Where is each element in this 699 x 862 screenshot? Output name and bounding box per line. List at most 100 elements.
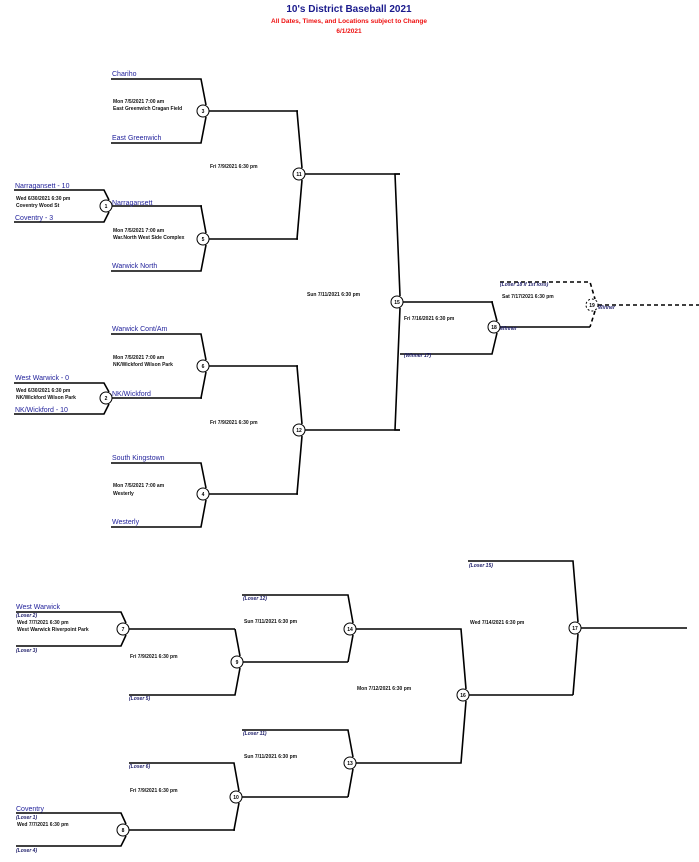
bracket-line-bottom	[14, 403, 110, 415]
game-number: 4	[202, 492, 205, 498]
game-location: NK/Wickford Wilson Park	[113, 362, 173, 368]
game-number: 16	[460, 693, 466, 699]
bracket-line-bottom	[233, 802, 240, 831]
game-10-bracket: 10	[129, 762, 348, 831]
seed-label: (Loser 4)	[16, 848, 37, 854]
game-time: Wed 7/7/2021 6:30 pm	[17, 822, 69, 828]
team-label: Coventry	[16, 806, 45, 813]
seed-label: (Loser 2)	[16, 613, 37, 619]
game-time: Fri 7/9/2021 6:30 pm	[210, 164, 258, 170]
game-9-bracket: 9	[129, 628, 348, 696]
page-date: 6/1/2021	[336, 28, 362, 35]
game-number: 3	[202, 109, 205, 115]
seed-label: (Loser 3)	[16, 648, 37, 654]
game-number-circle	[99, 391, 113, 405]
bracket-line-top	[16, 812, 127, 825]
game-number: 15	[394, 300, 400, 306]
game-time: Fri 7/9/2021 6:30 pm	[130, 788, 178, 794]
game-number-circle	[568, 621, 582, 635]
game-8-bracket: 8	[16, 812, 235, 847]
bracket-line-bottom	[347, 768, 354, 798]
game-1-bracket: 1	[14, 189, 202, 223]
seed-label: (Loser 15)	[469, 563, 493, 569]
game-5-bracket: 5	[111, 205, 298, 272]
game-number: 2	[105, 396, 108, 402]
game-time: Fri 7/16/2021 6:30 pm	[404, 316, 455, 322]
bracket-line-top	[468, 560, 579, 623]
game-location: West Warwick Riverpoint Park	[17, 627, 89, 633]
bracket-line-top	[129, 762, 240, 792]
game-number: 10	[233, 795, 239, 801]
bracket-line-top	[296, 365, 303, 425]
bracket-line-bottom	[16, 835, 127, 847]
result-label: Winner	[598, 305, 616, 311]
bracket-line-top	[111, 78, 207, 106]
bracket-line-top	[200, 205, 207, 234]
game-3-bracket: 3	[111, 78, 298, 144]
game-time: Fri 7/9/2021 6:30 pm	[210, 420, 258, 426]
game-location: Westerly	[113, 491, 134, 497]
team-label: Chariho	[112, 71, 137, 78]
seed-label: (Loser 18 if 1st loss)	[500, 282, 549, 288]
game-2-bracket: 2	[14, 382, 202, 415]
game-time: Mon 7/5/2021 7:00 am	[113, 355, 165, 361]
team-label: Narragansett - 10	[15, 183, 70, 190]
game-time: Mon 7/12/2021 6:30 pm	[357, 686, 412, 692]
game-6-bracket: 6	[111, 333, 298, 399]
game-number: 5	[202, 237, 205, 243]
game-number-circle	[196, 232, 210, 246]
bracket-line-top	[111, 462, 207, 489]
game-number: 13	[347, 761, 353, 767]
game-11-bracket: 11	[292, 110, 400, 240]
bracket-line-bottom	[129, 667, 241, 696]
game-time: Sat 7/17/2021 6:30 pm	[502, 294, 554, 300]
team-label: West Warwick - 0	[15, 375, 69, 382]
game-number-circle	[230, 655, 244, 669]
bracket-line-bottom	[296, 435, 303, 495]
bracket-line-top	[460, 628, 467, 690]
game-number: 11	[296, 172, 302, 178]
game-time: Fri 7/9/2021 6:30 pm	[130, 654, 178, 660]
game-number-circle	[116, 823, 130, 837]
game-time: Sun 7/11/2021 6:30 pm	[244, 754, 298, 760]
bracket-line-top	[14, 382, 110, 393]
game-number-circle	[585, 298, 599, 312]
game-number: 1	[105, 204, 108, 210]
seed-label: (Loser 6)	[129, 764, 150, 770]
game-number: 8	[122, 828, 125, 834]
game-number-circle	[390, 295, 404, 309]
game-number: 12	[296, 428, 302, 434]
game-17-bracket: 17	[468, 560, 687, 696]
team-label: South Kingstown	[112, 455, 165, 462]
game-location: NK/Wickford Wilson Park	[16, 395, 76, 401]
game-19-bracket: 19	[500, 281, 699, 328]
team-label: NK/Wickford - 10	[15, 407, 68, 414]
game-12-bracket: 12	[292, 365, 400, 495]
game-time: Wed 7/7/2021 6:30 pm	[17, 620, 69, 626]
game-time: Sun 7/11/2021 6:30 pm	[307, 292, 361, 298]
team-label: West Warwick	[16, 604, 60, 611]
team-label: Coventry - 3	[15, 215, 53, 222]
bracket-line-bottom	[14, 211, 110, 223]
game-15-bracket: 15	[390, 173, 493, 431]
game-number: 7	[122, 627, 125, 633]
game-number: 9	[236, 660, 239, 666]
bracket-line-top	[16, 611, 127, 624]
game-number-circle	[229, 790, 243, 804]
game-number: 6	[202, 364, 205, 370]
game-number: 19	[589, 303, 595, 309]
bracket-line-bottom	[589, 310, 596, 328]
bracket-line-top	[14, 189, 110, 201]
bracket-line-top	[296, 110, 303, 169]
result-label: Winner	[500, 326, 518, 332]
game-time: Mon 7/5/2021 7:00 am	[113, 483, 165, 489]
bracket-line-bottom	[394, 307, 401, 431]
game-4-bracket: 4	[111, 462, 298, 528]
team-label: NK/Wickford	[112, 391, 151, 398]
game-18-bracket: 18	[400, 301, 590, 355]
game-16-bracket: 16	[456, 628, 573, 764]
game-number: 17	[572, 626, 578, 632]
